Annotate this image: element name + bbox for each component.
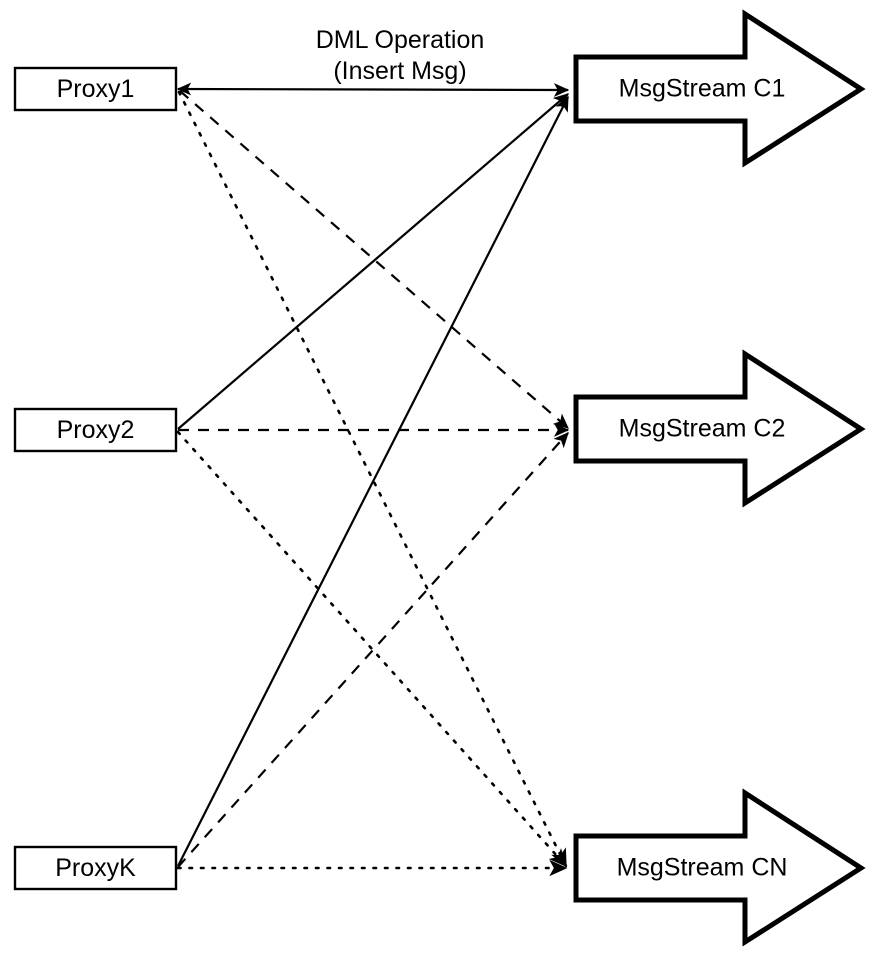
edge-proxyk-to-stream-c1: [177, 95, 569, 867]
proxy1-box[interactable]: [13, 66, 178, 112]
node-stream-c1[interactable]: MsgStream C1: [573, 9, 866, 168]
proxyk-label: ProxyK: [55, 854, 136, 882]
stream-c2-label: MsgStream C2: [619, 415, 786, 443]
edge-caption-group: DML Operation (Insert Msg): [316, 26, 485, 85]
stream-c2-arrow-shape[interactable]: [573, 349, 866, 508]
edges-from-proxy2: [176, 93, 570, 868]
edges-from-proxy1: [176, 82, 570, 868]
edges-from-proxyk: [176, 95, 569, 877]
proxyk-box[interactable]: [13, 845, 178, 891]
edge-caption-line-2: (Insert Msg): [333, 57, 466, 85]
edge-proxyk-to-stream-c2: [177, 432, 569, 868]
proxy1-label: Proxy1: [57, 75, 135, 103]
edge-proxy1-to-stream-c2: [179, 90, 569, 429]
edge-caption-line-1: DML Operation: [316, 26, 485, 54]
node-proxy1[interactable]: Proxy1: [13, 66, 178, 112]
stream-c1-arrow-shape[interactable]: [573, 9, 866, 168]
edge-proxy2-to-stream-c1: [177, 93, 569, 430]
edge-proxy2-to-stream-cn: [176, 430, 568, 868]
stream-c1-label: MsgStream C1: [619, 75, 786, 103]
proxy2-label: Proxy2: [57, 416, 135, 444]
stream-cn-label: MsgStream CN: [617, 854, 788, 882]
proxy2-box[interactable]: [13, 407, 178, 453]
node-proxyk[interactable]: ProxyK: [13, 845, 178, 891]
stream-cn-arrow-shape[interactable]: [573, 788, 866, 947]
node-stream-cn[interactable]: MsgStream CN: [573, 788, 866, 947]
edge-proxy1-to-stream-c1: [176, 82, 570, 97]
node-proxy2[interactable]: Proxy2: [13, 407, 178, 453]
node-stream-c2[interactable]: MsgStream C2: [573, 349, 866, 508]
